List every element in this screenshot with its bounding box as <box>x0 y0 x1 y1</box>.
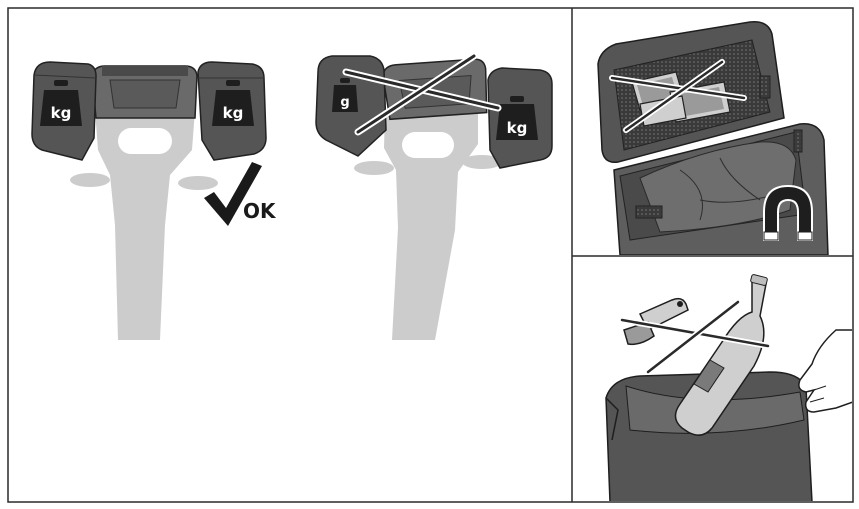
panel-balanced-load: kg kg OK <box>31 61 277 340</box>
cross-icon <box>342 52 502 136</box>
ok-label: OK <box>243 199 277 223</box>
weight-label-kg-heavy: kg <box>507 119 528 137</box>
top-case <box>382 58 488 121</box>
check-icon <box>204 162 262 226</box>
top-case <box>91 65 198 119</box>
weight-label-kg-right: kg <box>223 104 244 122</box>
magnet-icon <box>763 184 813 241</box>
weight-icon: g <box>332 78 358 112</box>
cross-icon <box>619 299 771 375</box>
motorcycle-top-view <box>70 110 218 340</box>
cross-icon <box>609 59 747 133</box>
knife-icon <box>623 297 689 346</box>
panel-no-electronics <box>597 21 829 255</box>
weight-label-kg-left: kg <box>51 104 72 122</box>
weight-icon: kg <box>496 96 538 140</box>
panel-unbalanced-load: g kg <box>315 52 553 340</box>
weight-icon: kg <box>40 80 82 126</box>
motorcycle-top-view <box>354 104 502 340</box>
weight-label-g: g <box>340 95 349 110</box>
panel-no-sharp-objects <box>605 274 852 501</box>
weight-icon: kg <box>212 80 254 126</box>
hand-icon <box>798 329 852 413</box>
